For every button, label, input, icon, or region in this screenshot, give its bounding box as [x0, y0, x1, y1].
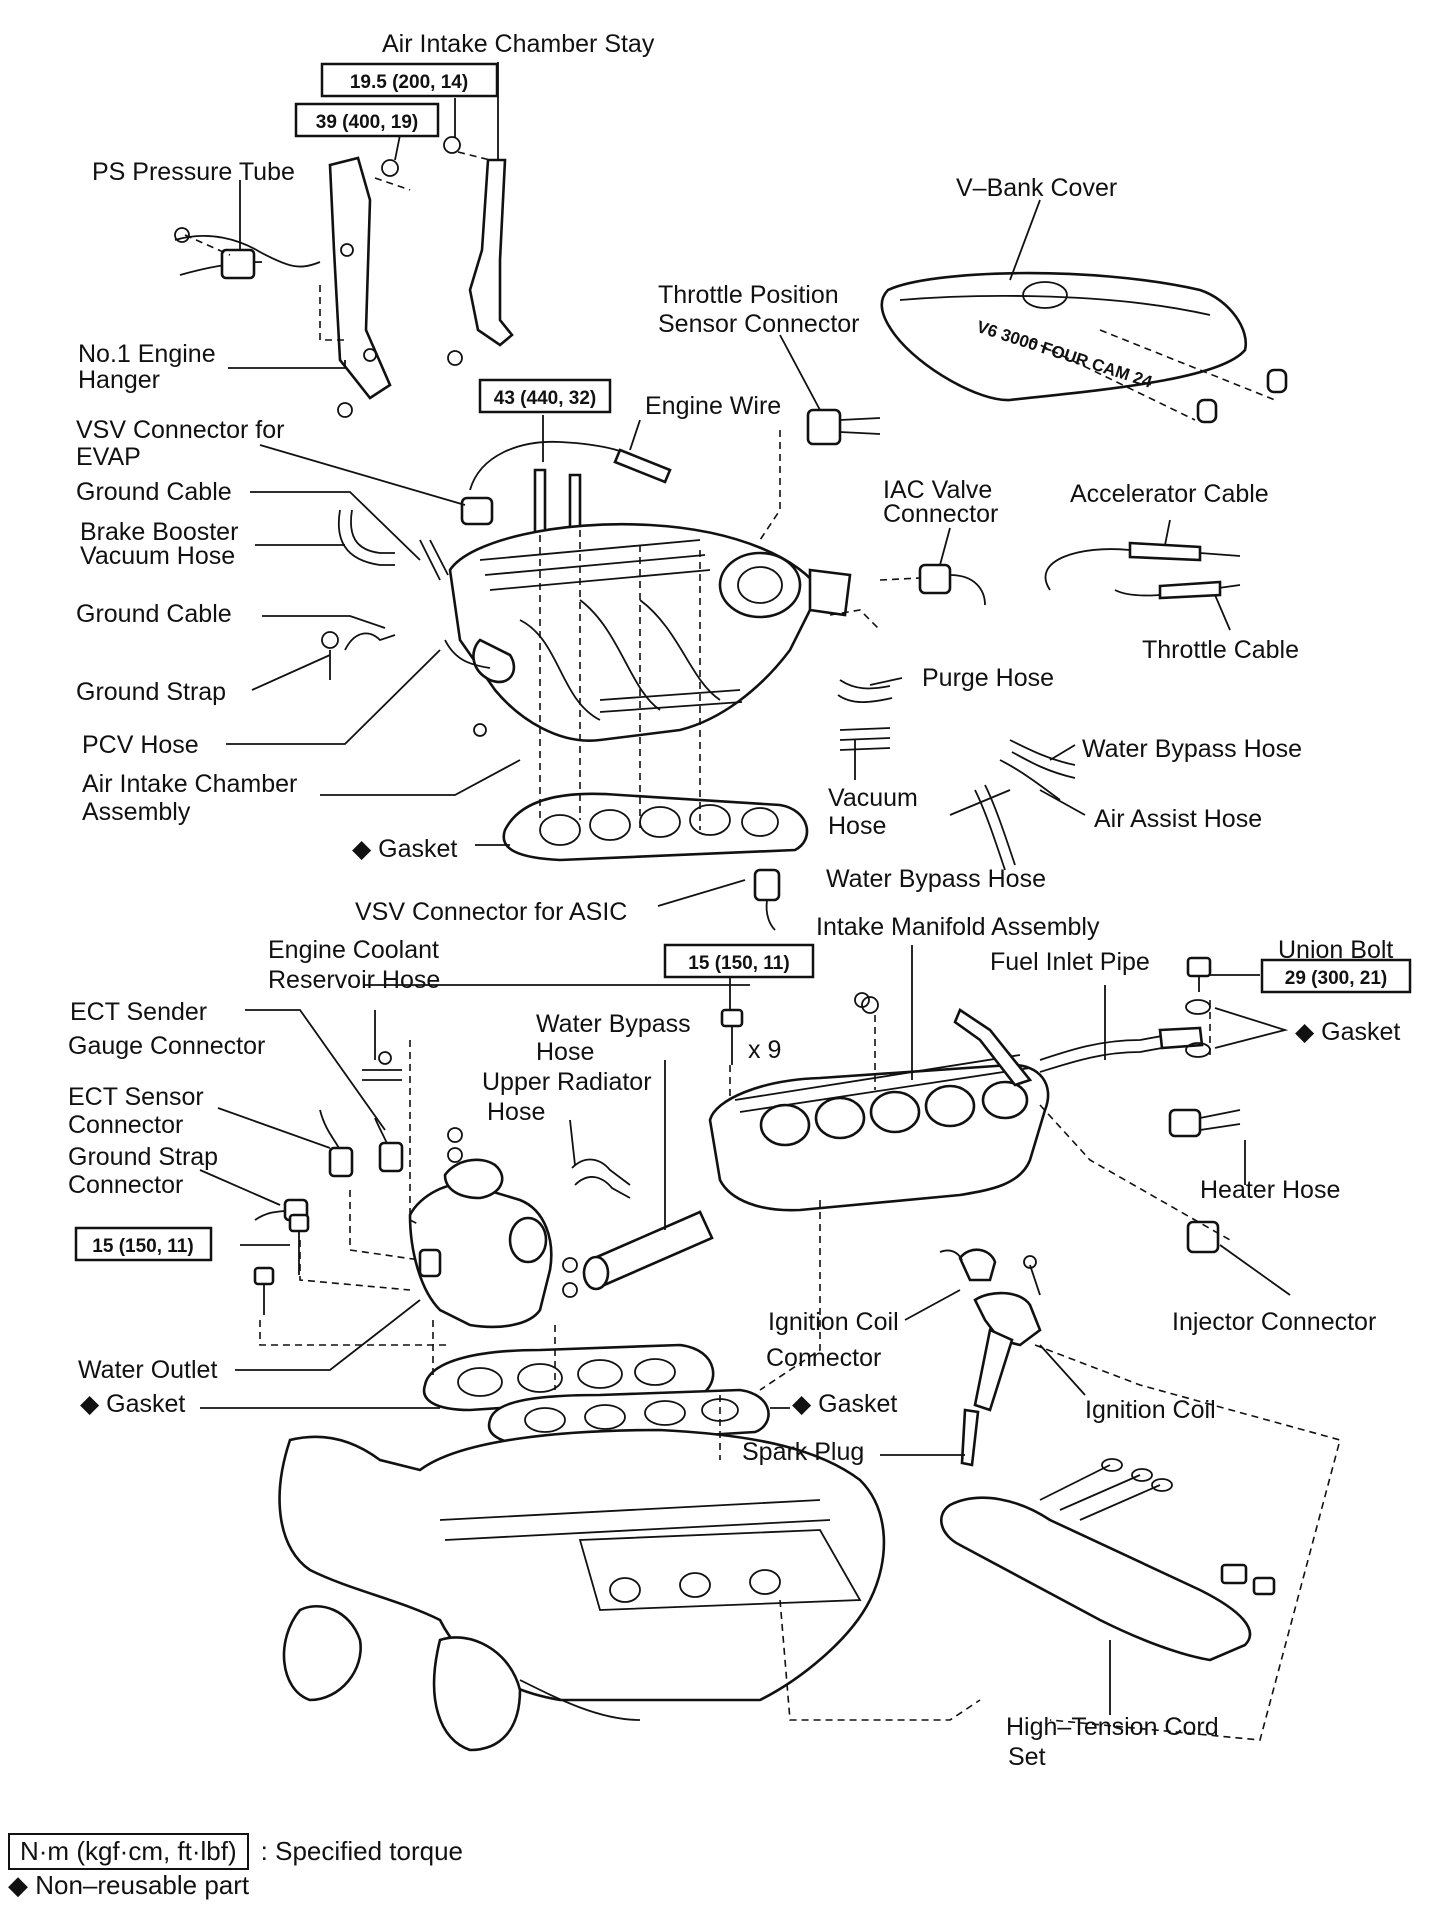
label-no1-engine-hanger-1: No.1 Engine	[78, 340, 216, 368]
torque-chamber-bolt: 43 (440, 32)	[478, 378, 612, 414]
label-ground-strap-top: Ground Strap	[76, 678, 226, 706]
torque-stay-bolt-value: 19.5 (200, 14)	[350, 72, 468, 93]
label-union-bolt: Union Bolt	[1278, 936, 1393, 964]
label-gasket-lower-mid: ◆ Gasket	[792, 1390, 897, 1418]
label-vsv-connector-asic: VSV Connector for ASIC	[355, 898, 627, 926]
label-ect-sensor-1: ECT Sensor	[68, 1083, 204, 1111]
label-vacuum-hose-1: Vacuum	[828, 784, 918, 812]
label-gasket-union: ◆ Gasket	[1295, 1018, 1400, 1046]
label-engine-coolant-1: Engine Coolant	[268, 936, 439, 964]
label-vsv-connector-evap-1: VSV Connector for	[76, 416, 284, 444]
label-water-bypass-hose-mid: Water Bypass Hose	[826, 865, 1046, 893]
label-air-intake-chamber-2: Assembly	[82, 798, 191, 826]
label-air-intake-chamber-1: Air Intake Chamber	[82, 770, 297, 798]
legend-nonreusable: ◆ Non–reusable part	[8, 1869, 250, 1900]
label-iac-valve-1: IAC Valve	[883, 476, 992, 504]
label-accelerator-cable: Accelerator Cable	[1070, 480, 1269, 508]
label-brake-booster-1: Brake Booster	[80, 518, 238, 546]
leader-lines	[199, 62, 1291, 1715]
label-heater-hose: Heater Hose	[1200, 1176, 1340, 1204]
label-ground-cable-mid: Ground Cable	[76, 600, 232, 628]
label-throttle-cable: Throttle Cable	[1142, 636, 1299, 664]
label-ignition-coil: Ignition Coil	[1085, 1396, 1216, 1424]
label-times-nine: x 9	[748, 1036, 781, 1064]
label-engine-wire: Engine Wire	[645, 392, 781, 420]
torque-manifold-bolt: 15 (150, 11)	[663, 943, 815, 979]
label-high-tension-2: Set	[1008, 1743, 1046, 1771]
label-ignition-coil-conn-2: Connector	[766, 1344, 881, 1372]
label-air-intake-chamber-stay: Air Intake Chamber Stay	[382, 30, 655, 58]
label-engine-coolant-2: Reservoir Hose	[268, 966, 440, 994]
part-labels: Air Intake Chamber Stay PS Pressure Tube…	[68, 30, 1400, 1771]
torque-chamber-bolt-value: 43 (440, 32)	[494, 388, 596, 409]
legend-torque-unit: N·m (kgf·cm, ft·lbf)	[8, 1832, 249, 1870]
label-upper-radiator-1: Upper Radiator	[482, 1068, 652, 1096]
legend: N·m (kgf·cm, ft·lbf) : Specified torque …	[8, 1832, 568, 1902]
legend-torque-row: N·m (kgf·cm, ft·lbf) : Specified torque	[8, 1832, 568, 1870]
label-water-bypass-hose-low-1: Water Bypass	[536, 1010, 691, 1038]
label-ground-strap-conn-1: Ground Strap	[68, 1143, 218, 1171]
label-v-bank-cover: V–Bank Cover	[956, 174, 1117, 202]
label-vacuum-hose-2: Hose	[828, 812, 886, 840]
torque-hanger-bolt-value: 39 (400, 19)	[316, 112, 418, 133]
torque-stay-bolt: 19.5 (200, 14)	[320, 62, 499, 98]
torque-water-outlet-bolt-value: 15 (150, 11)	[92, 1236, 193, 1257]
label-ignition-coil-conn-1: Ignition Coil	[768, 1308, 899, 1336]
legend-torque-desc: : Specified torque	[260, 1835, 464, 1866]
part-illustrations: V6 3000 FOUR CAM 24	[174, 136, 1288, 1752]
label-no1-engine-hanger-2: Hanger	[78, 366, 160, 394]
label-vsv-connector-evap-2: EVAP	[76, 443, 141, 471]
label-water-bypass-hose-top: Water Bypass Hose	[1082, 735, 1302, 763]
torque-union-bolt: 29 (300, 21)	[1260, 958, 1412, 994]
label-injector-connector: Injector Connector	[1172, 1308, 1376, 1336]
label-ps-pressure-tube: PS Pressure Tube	[92, 158, 295, 186]
label-purge-hose: Purge Hose	[922, 664, 1054, 692]
label-brake-booster-2: Vacuum Hose	[80, 542, 235, 570]
torque-manifold-bolt-value: 15 (150, 11)	[688, 953, 789, 974]
torque-union-bolt-value: 29 (300, 21)	[1285, 968, 1387, 989]
label-ect-sensor-2: Connector	[68, 1111, 183, 1139]
label-air-assist-hose: Air Assist Hose	[1094, 805, 1262, 833]
assembly-dashed-lines	[184, 151, 1341, 1741]
label-throttle-position-2: Sensor Connector	[658, 310, 860, 338]
label-spark-plug: Spark Plug	[742, 1438, 864, 1466]
torque-water-outlet-bolt: 15 (150, 11)	[74, 1226, 213, 1262]
label-iac-valve-2: Connector	[883, 500, 998, 528]
label-upper-radiator-2: Hose	[487, 1098, 545, 1126]
label-high-tension-1: High–Tension Cord	[1006, 1713, 1219, 1741]
label-throttle-position-1: Throttle Position	[658, 281, 839, 309]
label-intake-manifold-assembly: Intake Manifold Assembly	[816, 913, 1100, 941]
label-ect-sender-2: Gauge Connector	[68, 1032, 265, 1060]
label-ground-strap-conn-2: Connector	[68, 1171, 183, 1199]
label-ground-cable-top: Ground Cable	[76, 478, 232, 506]
legend-nonreusable-row: ◆ Non–reusable part	[8, 1868, 568, 1902]
label-gasket-lower-left: ◆ Gasket	[80, 1390, 185, 1418]
label-fuel-inlet-pipe: Fuel Inlet Pipe	[990, 948, 1150, 976]
label-pcv-hose: PCV Hose	[82, 731, 199, 759]
label-water-bypass-hose-low-2: Hose	[536, 1038, 594, 1066]
label-gasket-upper: ◆ Gasket	[352, 835, 457, 863]
torque-specs: 19.5 (200, 14) 39 (400, 19) 43 (440, 32)…	[74, 62, 1412, 1262]
label-water-outlet: Water Outlet	[78, 1356, 217, 1384]
torque-hanger-bolt: 39 (400, 19)	[294, 102, 440, 138]
label-ect-sender-1: ECT Sender	[70, 998, 207, 1026]
